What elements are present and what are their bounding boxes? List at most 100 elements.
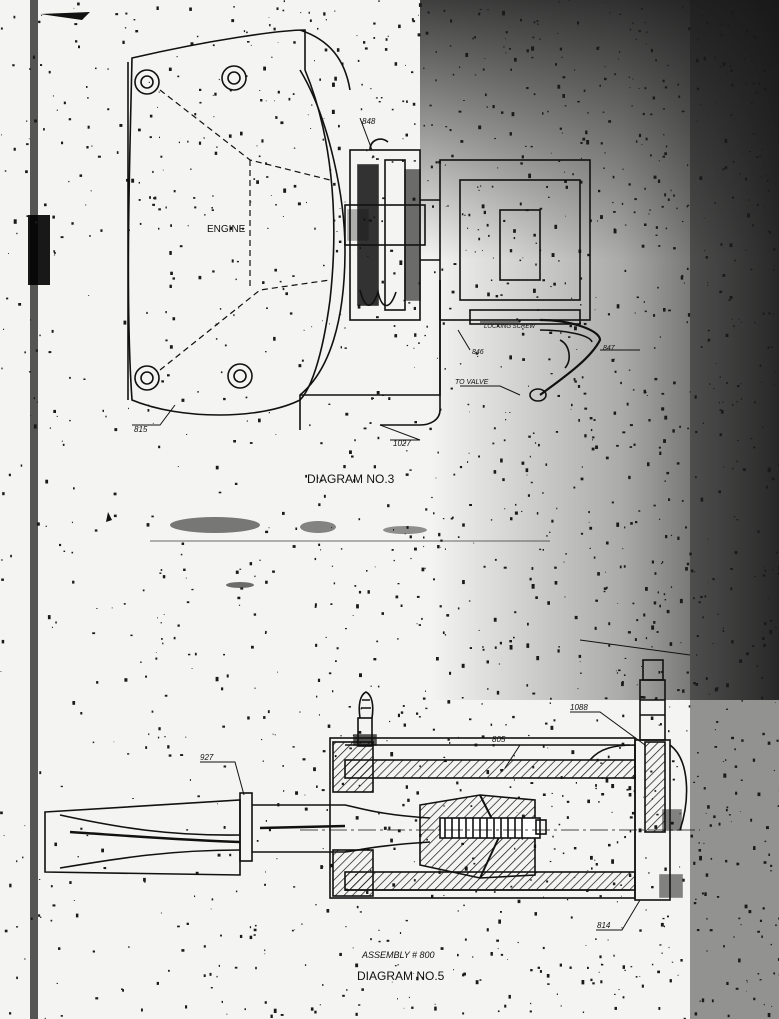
diagram-5-labels: 927 805 1088 814 ASSEMBLY # 800 DIAGRAM …	[200, 703, 611, 983]
speckle-dot	[245, 396, 248, 399]
speckle-dot	[269, 24, 271, 27]
speckle-dot	[730, 69, 733, 72]
speckle-dot	[741, 152, 743, 154]
speckle-dot	[142, 589, 145, 592]
speckle-dot	[693, 781, 696, 783]
speckle-dot	[253, 613, 257, 616]
speckle-dot	[124, 27, 127, 29]
speckle-dot	[534, 442, 537, 444]
speckle-dot	[553, 848, 556, 850]
speckle-dot	[397, 829, 401, 833]
speckle-dot	[451, 290, 455, 294]
speckle-dot	[590, 978, 593, 982]
speckle-dot	[513, 229, 516, 233]
speckle-dot	[635, 976, 638, 978]
speckle-dot	[194, 113, 197, 116]
speckle-dot	[165, 311, 167, 314]
speckle-dot	[697, 775, 699, 778]
speckle-dot	[444, 368, 446, 370]
speckle-dot	[500, 953, 504, 956]
speckle-dot	[270, 1014, 273, 1018]
speckle-dot	[229, 226, 233, 230]
speckle-dot	[188, 653, 191, 656]
speckle-dot	[478, 237, 481, 241]
speckle-dot	[777, 958, 779, 961]
speckle-dot	[703, 56, 706, 61]
speckle-dot	[723, 466, 725, 468]
speckle-dot	[266, 307, 268, 309]
speckle-dot	[378, 0, 380, 2]
speckle-dot	[642, 696, 646, 699]
speckle-dot	[696, 58, 699, 63]
speckle-dot	[623, 565, 626, 568]
speckle-dot	[345, 926, 347, 928]
speckle-dot	[484, 58, 486, 59]
speckle-dot	[744, 177, 748, 181]
speckle-dot	[391, 981, 393, 983]
speckle-dot	[697, 38, 699, 40]
speckle-dot	[647, 462, 650, 467]
speckle-dot	[263, 716, 266, 719]
speckle-dot	[621, 927, 623, 929]
speckle-dot	[374, 566, 376, 568]
speckle-dot	[177, 624, 180, 627]
speckle-dot	[203, 974, 206, 977]
speckle-dot	[29, 68, 31, 70]
speckle-dot	[558, 823, 561, 826]
speckle-dot	[186, 601, 190, 604]
speckle-dot	[449, 307, 452, 310]
speckle-dot	[726, 382, 728, 384]
speckle-dot	[243, 30, 246, 33]
speckle-dot	[414, 366, 415, 368]
speckle-dot	[292, 545, 296, 548]
speckle-dot	[513, 636, 515, 639]
speckle-dot	[664, 599, 667, 601]
speckle-dot	[573, 847, 577, 850]
speckle-dot	[359, 673, 362, 678]
speckle-dot	[364, 47, 368, 50]
speckle-dot	[138, 181, 140, 184]
speckle-dot	[146, 311, 148, 314]
speckle-dot	[423, 67, 425, 70]
speckle-dot	[102, 409, 104, 412]
speckle-dot	[154, 196, 157, 200]
speckle-dot	[212, 270, 215, 273]
speckle-dot	[494, 646, 497, 649]
speckle-dot	[113, 514, 117, 518]
speckle-dot	[172, 317, 176, 321]
speckle-dot	[478, 12, 481, 16]
speckle-dot	[532, 36, 535, 39]
speckle-dot	[539, 38, 541, 40]
speckle-dot	[706, 917, 708, 920]
speckle-dot	[318, 503, 321, 507]
speckle-dot	[521, 461, 525, 465]
speckle-dot	[695, 683, 699, 686]
speckle-dot	[707, 805, 710, 809]
speckle-dot	[766, 826, 769, 830]
speckle-dot	[427, 11, 430, 14]
speckle-dot	[644, 22, 646, 24]
speckle-dot	[156, 6, 159, 10]
speckle-dot	[340, 346, 342, 349]
speckle-dot	[457, 953, 459, 957]
speckle-dot	[583, 89, 586, 92]
speckle-dot	[145, 675, 147, 678]
speckle-dot	[152, 422, 154, 424]
speckle-dot	[605, 571, 606, 573]
speckle-dot	[301, 923, 303, 925]
speckle-dot	[560, 1005, 562, 1007]
speckle-dot	[328, 672, 332, 675]
grease-fitting	[353, 691, 377, 747]
speckle-dot	[604, 77, 607, 81]
speckle-dot	[534, 912, 537, 916]
speckle-dot	[479, 979, 482, 981]
speckle-dot	[596, 719, 599, 722]
speckle-dot	[12, 64, 15, 67]
speckle-dot	[677, 974, 679, 976]
speckle-dot	[75, 40, 78, 43]
speckle-dot	[671, 760, 675, 763]
speckle-dot	[669, 706, 671, 708]
speckle-dot	[412, 102, 416, 106]
speckle-dot	[549, 860, 552, 863]
speckle-dot	[285, 292, 288, 296]
